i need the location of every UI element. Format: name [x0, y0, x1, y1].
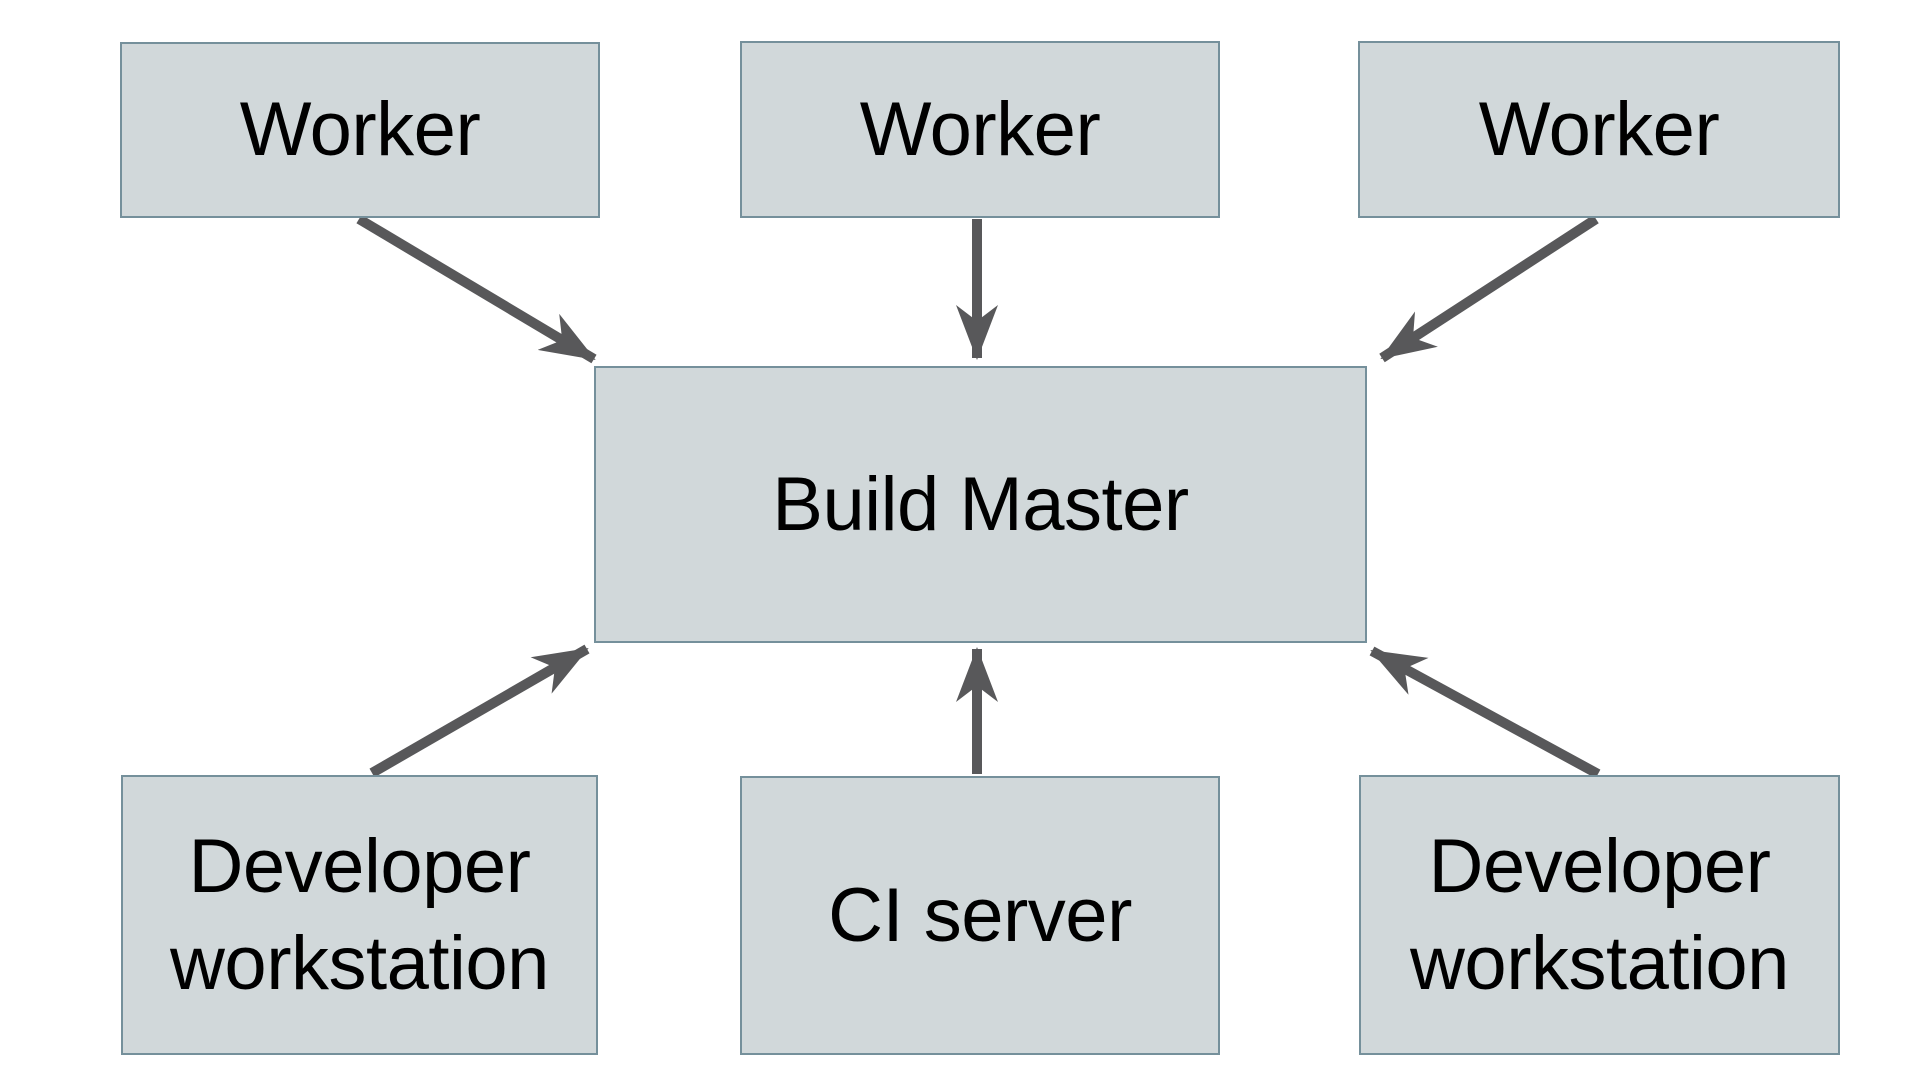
- node-label: CI server: [828, 872, 1132, 958]
- node-label: Worker: [1478, 86, 1720, 172]
- node-worker-top-left: Worker: [120, 42, 600, 218]
- arrow-worker-left-to-build-master: [356, 214, 597, 364]
- node-build-master: Build Master: [594, 366, 1367, 643]
- arrow-worker-right-to-build-master: [1379, 214, 1599, 363]
- node-developer-workstation-left: Developer workstation: [121, 775, 598, 1055]
- node-label: Build Master: [772, 461, 1189, 547]
- node-ci-server: CI server: [740, 776, 1220, 1055]
- node-developer-workstation-right: Developer workstation: [1359, 775, 1840, 1055]
- arrow-dev-right-to-build-master: [1369, 646, 1601, 779]
- node-label: Developer workstation: [170, 823, 549, 1006]
- node-label: Developer workstation: [1410, 823, 1789, 1006]
- node-label: Worker: [239, 87, 481, 173]
- node-worker-top-middle: Worker: [740, 41, 1220, 218]
- arrow-dev-left-to-build-master: [369, 644, 590, 778]
- node-label: Worker: [859, 86, 1101, 172]
- node-worker-top-right: Worker: [1358, 41, 1840, 218]
